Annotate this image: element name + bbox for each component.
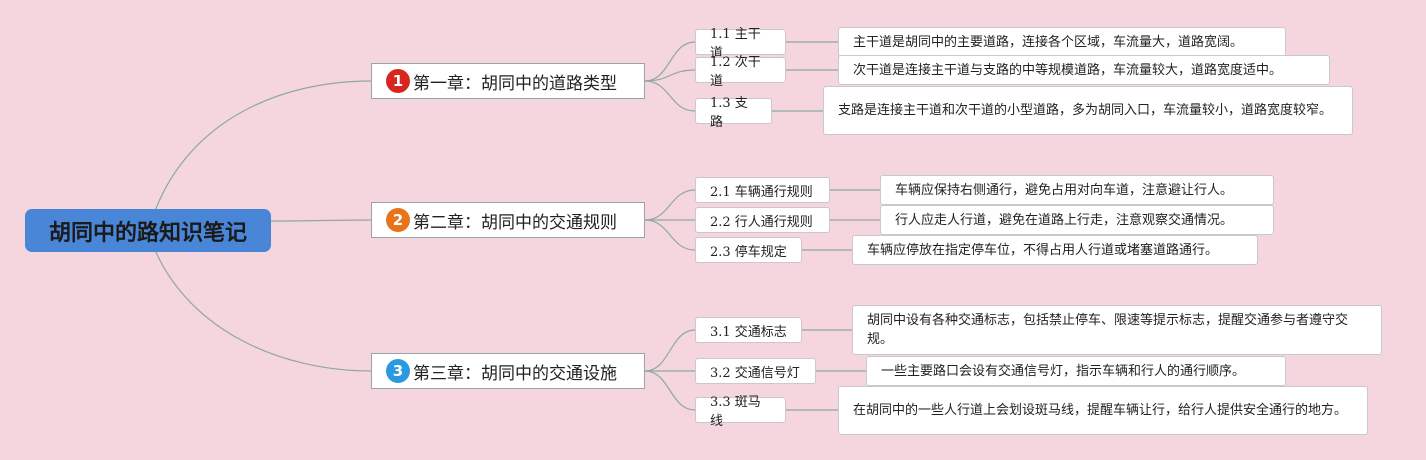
link-root-ch3 [154, 249, 372, 372]
number-2-badge-icon: 2 [386, 208, 410, 232]
link-root-ch2 [270, 219, 372, 222]
subtopic-2-2[interactable]: 2.2 行人通行规则 [695, 207, 830, 233]
chapter-3-title: 第三章：胡同中的交通设施 [413, 363, 617, 384]
subtopic-2-1[interactable]: 2.1 车辆通行规则 [695, 177, 830, 203]
subtopic-3-2[interactable]: 3.2 交通信号灯 [695, 358, 816, 384]
number-3-badge-icon: 3 [386, 359, 410, 383]
desc-2-3[interactable]: 车辆应停放在指定停车位，不得占用人行道或堵塞道路通行。 [852, 235, 1258, 265]
link-ch1-3 [644, 80, 696, 112]
desc-1-1[interactable]: 主干道是胡同中的主要道路，连接各个区域，车流量大，道路宽阔。 [838, 27, 1286, 57]
subtopic-1-2[interactable]: 1.2 次干道 [695, 55, 786, 89]
desc-3-2[interactable]: 一些主要路口会设有交通信号灯，指示车辆和行人的通行顺序。 [866, 356, 1286, 386]
link-ch2-3 [644, 219, 696, 251]
chapter-2-title: 第二章：胡同中的交通规则 [413, 212, 617, 233]
desc-2-1[interactable]: 车辆应保持右侧通行，避免占用对向车道，注意避让行人。 [880, 175, 1274, 205]
link-ch2-1 [644, 189, 696, 221]
desc-3-1[interactable]: 胡同中设有各种交通标志，包括禁止停车、限速等提示标志，提醒交通参与者遵守交规。 [852, 305, 1382, 355]
subtopic-1-1[interactable]: 1.1 主干道 [695, 27, 786, 61]
link-ch1-1 [644, 41, 696, 82]
subtopic-2-3[interactable]: 2.3 停车规定 [695, 237, 802, 263]
desc-1-3[interactable]: 支路是连接主干道和次干道的小型道路，多为胡同入口，车流量较小，道路宽度较窄。 [823, 86, 1353, 135]
chapter-1-topic[interactable]: 1 第一章：胡同中的道路类型 [371, 63, 645, 99]
chapter-3-topic[interactable]: 3 第三章：胡同中的交通设施 [371, 353, 645, 389]
chapter-2-topic[interactable]: 2 第二章：胡同中的交通规则 [371, 202, 645, 238]
subtopic-3-3[interactable]: 3.3 斑马线 [695, 395, 786, 429]
chapter-1-title: 第一章：胡同中的道路类型 [413, 73, 617, 94]
subtopic-1-3[interactable]: 1.3 支路 [695, 96, 772, 130]
desc-3-3[interactable]: 在胡同中的一些人行道上会划设斑马线，提醒车辆让行，给行人提供安全通行的地方。 [838, 386, 1368, 435]
link-ch3-1 [644, 329, 696, 372]
link-root-ch1 [154, 80, 372, 212]
desc-2-2[interactable]: 行人应走人行道，避免在道路上行走，注意观察交通情况。 [880, 205, 1274, 235]
root-topic[interactable]: 胡同中的路知识笔记 [25, 209, 271, 252]
desc-1-2[interactable]: 次干道是连接主干道与支路的中等规模道路，车流量较大，道路宽度适中。 [838, 55, 1330, 85]
link-ch1-2 [644, 69, 696, 82]
link-ch3-3 [644, 370, 696, 411]
number-1-badge-icon: 1 [386, 69, 410, 93]
subtopic-3-1[interactable]: 3.1 交通标志 [695, 317, 802, 343]
